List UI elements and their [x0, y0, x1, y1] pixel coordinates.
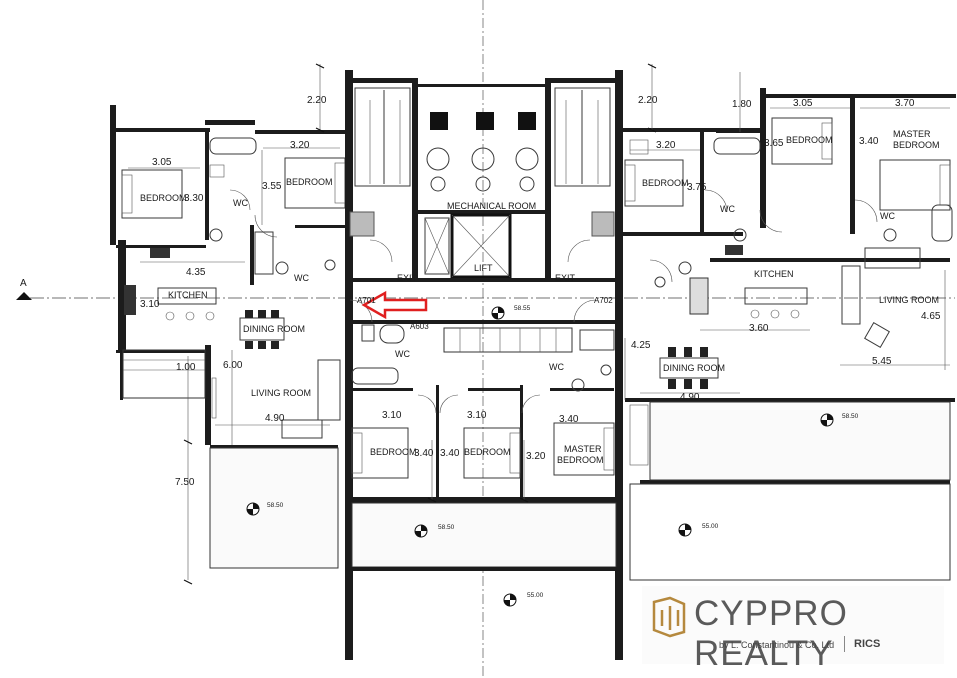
room-label: MASTER: [564, 444, 602, 454]
room-label: BEDROOM: [464, 447, 511, 457]
room-label: KITCHEN: [754, 269, 794, 279]
room-labels: BEDROOM BEDROOM WC KITCHEN DINING ROOM W…: [140, 129, 940, 465]
cyppro-logo-icon: [652, 596, 686, 638]
room-label: BEDROOM: [557, 455, 604, 465]
level-marker-icon: [246, 306, 834, 607]
dimension-label: 3.75: [687, 182, 707, 193]
dimension-label: 4.90: [265, 413, 285, 424]
room-label: BEDROOM: [893, 140, 940, 150]
brand-subtitle: by L. Constantinou & Co. Ltd: [719, 640, 835, 650]
level-label: 58.50: [267, 502, 284, 509]
rics-label: RICS: [854, 638, 881, 650]
dimension-label: 3.20: [290, 140, 310, 151]
dimension-label: 2.20: [307, 95, 327, 106]
room-label: LIFT: [474, 263, 493, 273]
door-tag: A603: [410, 322, 429, 331]
room-label: EXIT: [397, 273, 418, 283]
room-label: WC: [294, 273, 309, 283]
room-label: BEDROOM: [642, 178, 689, 188]
room-label: BEDROOM: [140, 193, 187, 203]
room-label: KITCHEN: [168, 290, 208, 300]
level-label: 55.00: [527, 592, 544, 599]
brand-separator: [844, 636, 845, 652]
dimension-label: 3.30: [184, 193, 204, 204]
door-tags: A701 A702 A603: [357, 296, 613, 331]
room-label: WC: [395, 349, 410, 359]
room-label: MECHANICAL ROOM: [447, 201, 536, 211]
dimension-label: 3.10: [140, 299, 160, 310]
dimension-labels: 2.20 3.05 3.20 3.30 3.55 4.35 3.10 1.00 …: [140, 95, 941, 488]
dimension-label: 4.25: [631, 340, 651, 351]
right-apartment: [623, 63, 956, 581]
dimension-label: 3.05: [793, 98, 813, 109]
room-label: BEDROOM: [370, 447, 417, 457]
dimension-label: 3.70: [895, 98, 915, 109]
room-label: WC: [233, 198, 248, 208]
door-tag: A702: [594, 296, 613, 305]
level-label: 58.55: [514, 305, 531, 312]
room-label: MASTER: [893, 129, 931, 139]
dimension-label: 3.20: [656, 140, 676, 151]
dimension-label: 6.00: [223, 360, 243, 371]
dimension-label: 3.05: [152, 157, 172, 168]
dimension-label: 3.40: [559, 414, 579, 425]
dimension-label: 7.50: [175, 477, 195, 488]
dimension-label: 4.65: [921, 311, 941, 322]
left-apartment: [110, 63, 346, 585]
room-label: WC: [880, 211, 895, 221]
dimension-label: 3.40: [414, 448, 434, 459]
central-core: [345, 70, 623, 660]
room-label: BEDROOM: [786, 135, 833, 145]
brand-name: CYPPRO REALTY: [694, 594, 848, 673]
room-label: EXIT: [555, 273, 576, 283]
central-apartment: [345, 364, 618, 571]
section-marker-icon: [16, 292, 32, 300]
dimension-label: 3.20: [526, 451, 546, 462]
highlight-arrow-icon: [361, 290, 428, 320]
room-label: BEDROOM: [286, 177, 333, 187]
level-label: 55.00: [702, 523, 719, 530]
dimension-label: 3.10: [382, 410, 402, 421]
room-label: LIVING ROOM: [879, 295, 939, 305]
dimension-label: 3.40: [859, 136, 879, 147]
dimension-label: 4.35: [186, 267, 206, 278]
dimension-label: 5.45: [872, 356, 892, 367]
section-marker-label: A: [20, 278, 27, 289]
room-label: DINING ROOM: [243, 324, 305, 334]
level-labels: 58.55 58.50 58.50 58.50 55.00 55.00: [267, 305, 859, 599]
dimension-label: 3.10: [467, 410, 487, 421]
level-label: 58.50: [438, 524, 455, 531]
dimension-label: 2.20: [638, 95, 658, 106]
dimension-label: 4.90: [680, 392, 700, 403]
room-label: WC: [549, 362, 564, 372]
dimension-label: 3.65: [764, 138, 784, 149]
door-tag: A701: [357, 296, 376, 305]
brand-logo: CYPPRO REALTY by L. Constantinou & Co. L…: [642, 586, 944, 673]
room-label: LIVING ROOM: [251, 388, 311, 398]
dimension-label: 1.80: [732, 99, 752, 110]
level-label: 58.50: [842, 413, 859, 420]
room-label: WC: [720, 204, 735, 214]
dimension-label: 3.40: [440, 448, 460, 459]
left-terrace-tiles: [209, 447, 339, 569]
dimension-label: 1.00: [176, 362, 196, 373]
dimension-label: 3.55: [262, 181, 282, 192]
room-label: DINING ROOM: [663, 363, 725, 373]
dimension-label: 3.60: [749, 323, 769, 334]
